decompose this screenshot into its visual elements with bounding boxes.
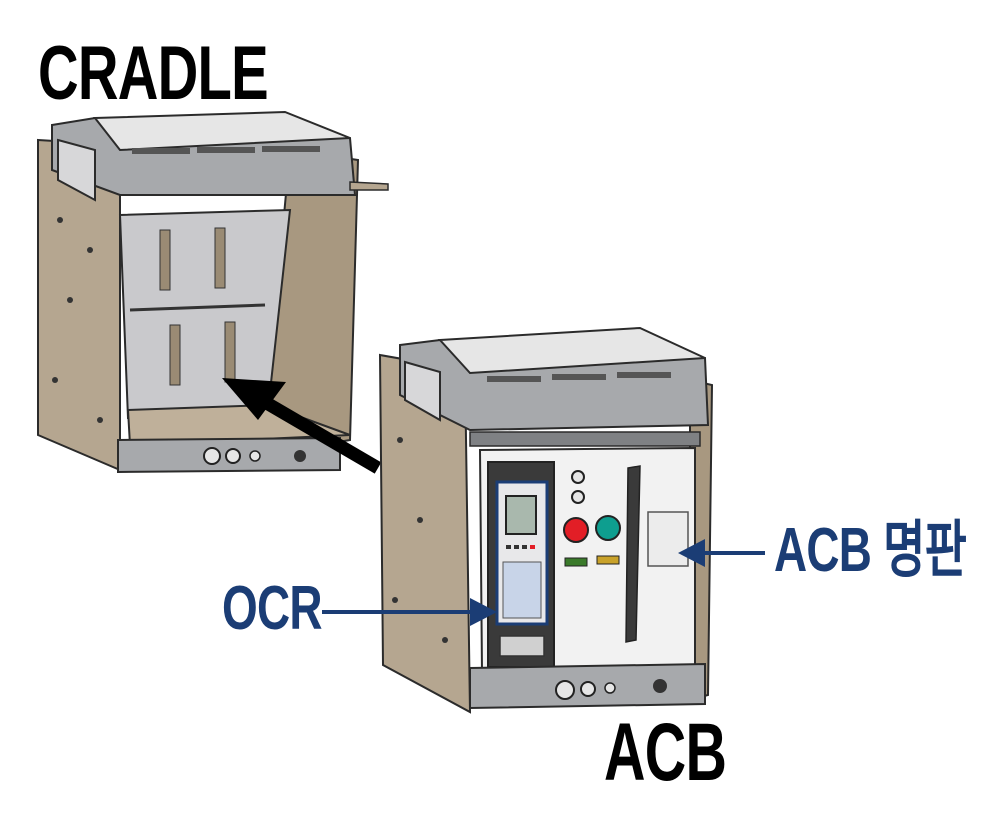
ocr-pointer-arrow-icon [322, 598, 497, 626]
nameplate-pointer-arrow-icon [678, 539, 765, 567]
insert-arrow-icon [222, 378, 382, 474]
cradle-illustration [37, 110, 389, 474]
nameplate-label: ACB 명판 [774, 516, 967, 585]
acb-illustration [378, 326, 714, 714]
ocr-label: OCR [222, 574, 322, 643]
acb-label: ACB [604, 707, 727, 798]
cradle-label: CRADLE [38, 31, 269, 116]
